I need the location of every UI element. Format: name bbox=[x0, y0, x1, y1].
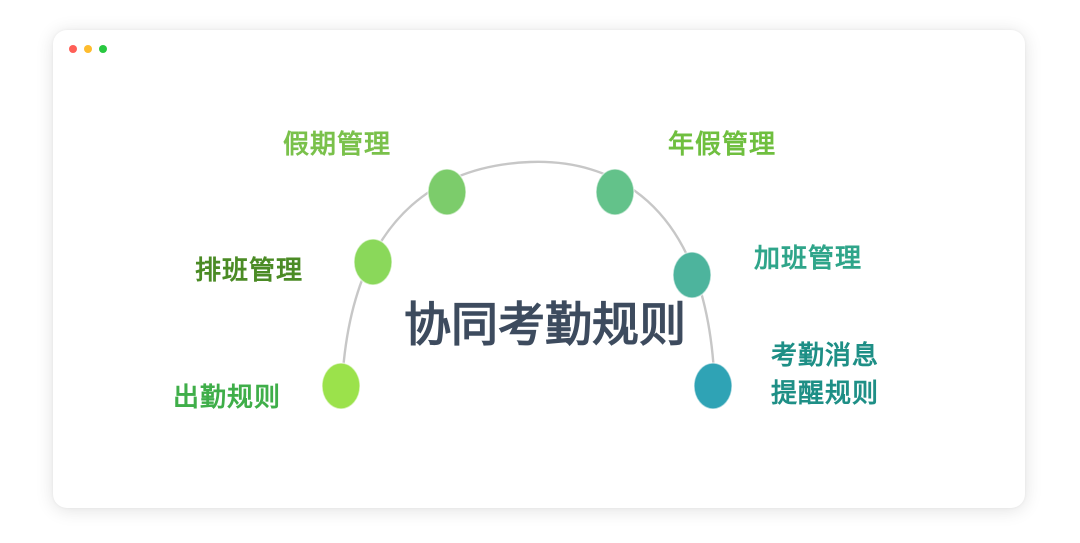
node-dot-attendance-rules bbox=[321, 362, 361, 410]
diagram-title: 协同考勤规则 bbox=[404, 298, 686, 353]
node-dot-leave-management bbox=[427, 168, 467, 216]
label-annual-leave-management: 年假管理 bbox=[668, 130, 777, 160]
label-attendance-rules: 出勤规则 bbox=[173, 383, 282, 413]
node-dot-overtime-management bbox=[672, 251, 712, 299]
app-window bbox=[53, 30, 1025, 508]
close-window-button[interactable] bbox=[69, 45, 77, 53]
label-attendance-reminder-rules: 考勤消息 提醒规则 bbox=[771, 337, 879, 413]
label-leave-management: 假期管理 bbox=[283, 130, 392, 160]
label-overtime-management: 加班管理 bbox=[754, 244, 863, 274]
node-dot-annual-leave-management bbox=[595, 168, 635, 216]
node-dot-attendance-reminder-rules bbox=[693, 362, 733, 410]
maximize-window-button[interactable] bbox=[99, 45, 107, 53]
node-dot-shift-management bbox=[353, 238, 393, 286]
label-line-2: 提醒规则 bbox=[771, 379, 880, 409]
window-controls bbox=[69, 45, 107, 53]
label-shift-management: 排班管理 bbox=[195, 256, 304, 286]
minimize-window-button[interactable] bbox=[84, 45, 92, 53]
label-line-1: 考勤消息 bbox=[771, 341, 880, 371]
